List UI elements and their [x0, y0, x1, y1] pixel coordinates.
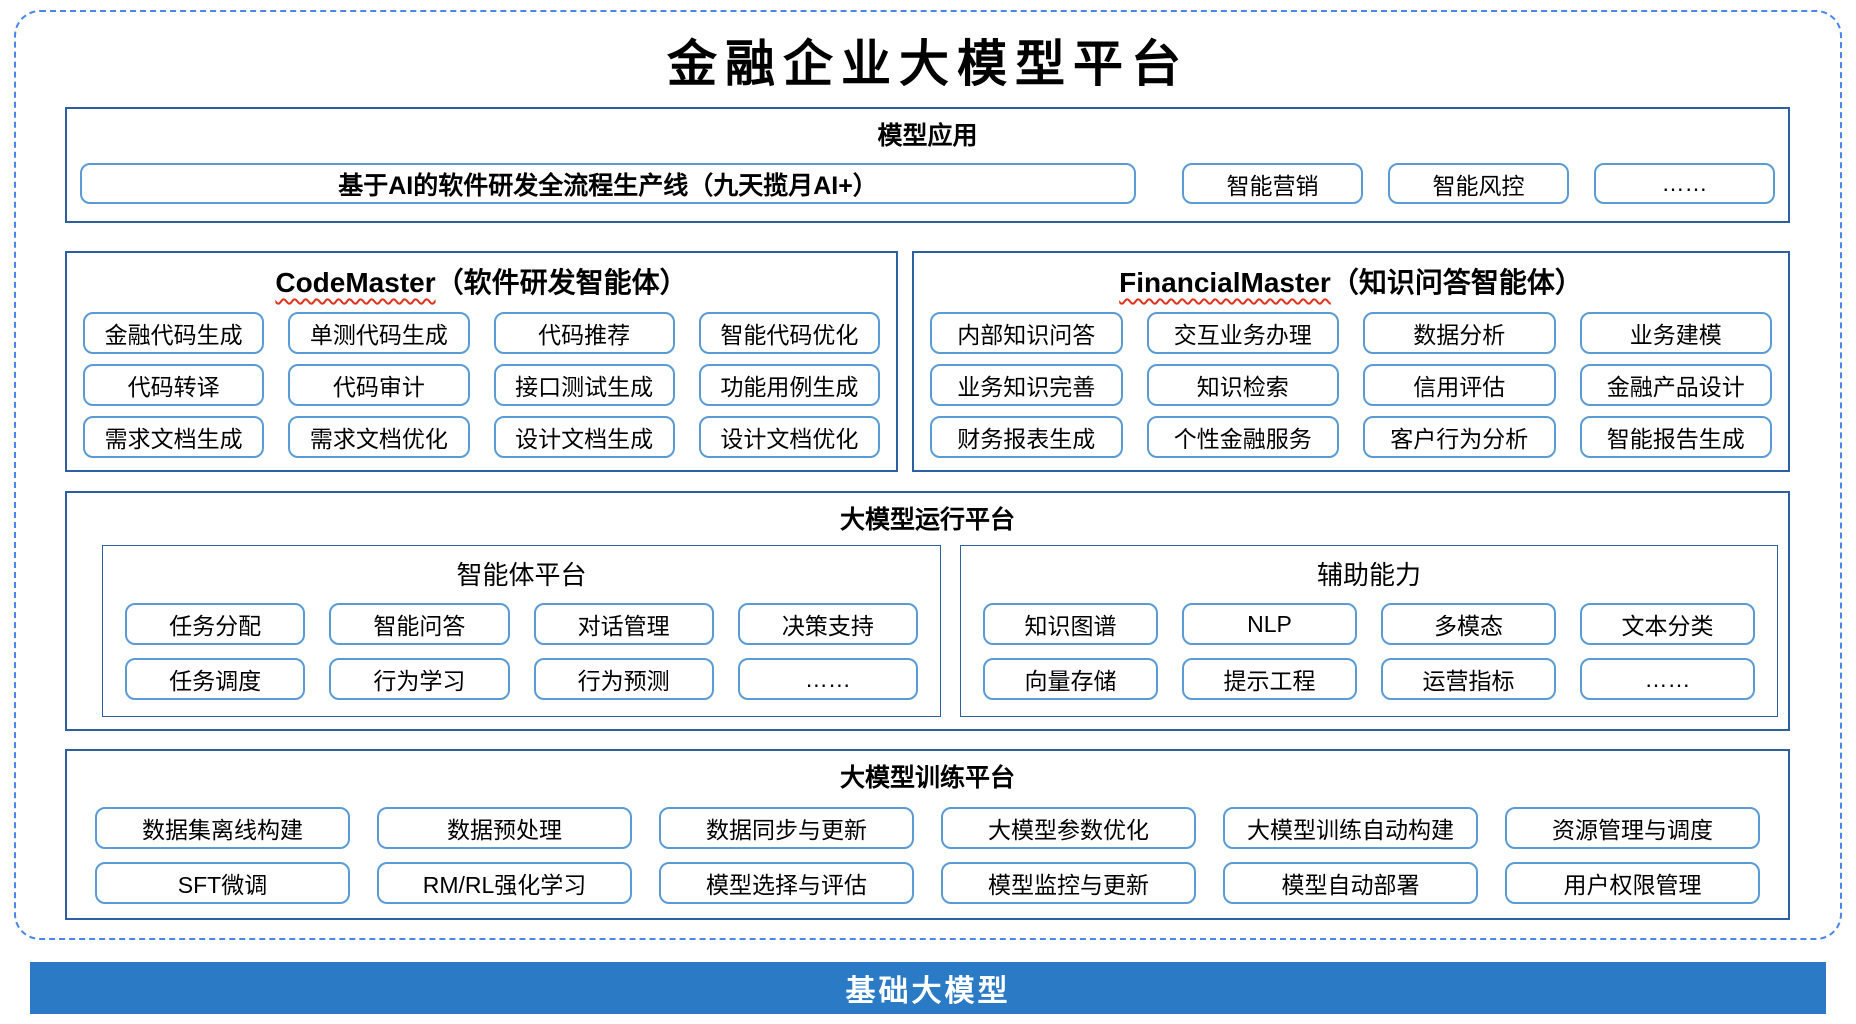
agent-platform-grid: 任务分配 智能问答 对话管理 决策支持 任务调度 行为学习 行为预测 ……	[125, 603, 918, 700]
training-item-pill: 资源管理与调度	[1505, 807, 1760, 849]
financial-master-item-pill: 业务建模	[1579, 312, 1772, 354]
code-master-item-pill: 设计文档生成	[493, 416, 675, 458]
foundation-model-label: 基础大模型	[845, 975, 1011, 1008]
code-master-item-pill: 设计文档优化	[698, 416, 880, 458]
agent-platform-item-pill: 行为预测	[533, 658, 714, 700]
section-code-master: CodeMaster（软件研发智能体） 金融代码生成 单测代码生成 代码推荐 智…	[65, 251, 898, 472]
training-platform-header: 大模型训练平台	[839, 764, 1015, 792]
code-master-item-pill: 接口测试生成	[493, 364, 675, 406]
financial-master-item-pill: 个性金融服务	[1146, 416, 1339, 458]
code-master-item-pill: 代码推荐	[493, 312, 675, 354]
financial-master-item-pill: 内部知识问答	[930, 312, 1123, 354]
code-master-subtitle: （软件研发智能体）	[435, 267, 688, 298]
agent-platform-item-pill: ……	[737, 658, 918, 700]
code-master-grid: 金融代码生成 单测代码生成 代码推荐 智能代码优化 代码转译 代码审计 接口测试…	[83, 312, 880, 458]
code-master-item-pill: 需求文档优化	[288, 416, 470, 458]
auxiliary-item-pill: 向量存储	[983, 658, 1158, 700]
app-pipeline-pill: 基于AI的软件研发全流程生产线（九天揽月AI+）	[80, 163, 1136, 204]
agent-platform-item-pill: 决策支持	[737, 603, 918, 645]
financial-master-item-pill: 业务知识完善	[930, 364, 1123, 406]
auxiliary-item-pill: 知识图谱	[983, 603, 1158, 645]
auxiliary-item-pill: 多模态	[1381, 603, 1556, 645]
auxiliary-item-pill: 运营指标	[1381, 658, 1556, 700]
outer-dashed-border	[14, 10, 1842, 940]
training-item-pill: 模型选择与评估	[659, 862, 914, 904]
code-master-item-pill: 智能代码优化	[698, 312, 880, 354]
code-master-item-pill: 功能用例生成	[698, 364, 880, 406]
financial-master-item-pill: 信用评估	[1363, 364, 1556, 406]
agent-platform-item-pill: 智能问答	[329, 603, 510, 645]
auxiliary-capabilities-header: 辅助能力	[1316, 560, 1421, 590]
app-item-pill: 智能风控	[1388, 163, 1569, 204]
model-applications-header: 模型应用	[877, 122, 978, 150]
code-master-item-pill: 代码转译	[83, 364, 265, 406]
agents-row: CodeMaster（软件研发智能体） 金融代码生成 单测代码生成 代码推荐 智…	[65, 251, 1790, 472]
agent-platform-item-pill: 任务分配	[125, 603, 306, 645]
agent-platform-item-pill: 任务调度	[125, 658, 306, 700]
training-item-pill: 数据预处理	[377, 807, 632, 849]
code-master-item-pill: 金融代码生成	[83, 312, 265, 354]
training-platform-grid: 数据集离线构建 数据预处理 数据同步与更新 大模型参数优化 大模型训练自动构建 …	[67, 794, 1788, 904]
financial-master-header: FinancialMaster（知识问答智能体）	[930, 253, 1772, 312]
auxiliary-item-pill: 文本分类	[1580, 603, 1755, 645]
auxiliary-item-pill: 提示工程	[1182, 658, 1357, 700]
runtime-platform-header: 大模型运行平台	[839, 506, 1015, 534]
section-runtime-platform: 大模型运行平台 智能体平台 任务分配 智能问答 对话管理 决策支持 任务调度 行…	[65, 491, 1790, 731]
section-financial-master: FinancialMaster（知识问答智能体） 内部知识问答 交互业务办理 数…	[912, 251, 1790, 472]
agent-platform-item-pill: 行为学习	[329, 658, 510, 700]
training-item-pill: 用户权限管理	[1505, 862, 1760, 904]
diagram-title: 金融企业大模型平台	[667, 34, 1189, 93]
model-applications-row: 基于AI的软件研发全流程生产线（九天揽月AI+） 智能营销 智能风控 ……	[67, 152, 1788, 204]
training-item-pill: SFT微调	[95, 862, 350, 904]
auxiliary-item-pill: NLP	[1182, 603, 1357, 645]
subsection-auxiliary-capabilities: 辅助能力 知识图谱 NLP 多模态 文本分类 向量存储 提示工程 运营指标 ……	[960, 545, 1778, 717]
app-item-pill: 智能营销	[1182, 163, 1363, 204]
financial-master-item-pill: 智能报告生成	[1579, 416, 1772, 458]
auxiliary-capabilities-grid: 知识图谱 NLP 多模态 文本分类 向量存储 提示工程 运营指标 ……	[983, 603, 1755, 700]
financial-master-item-pill: 交互业务办理	[1146, 312, 1339, 354]
financial-master-item-pill: 数据分析	[1363, 312, 1556, 354]
foundation-model-bar: 基础大模型	[30, 962, 1826, 1014]
app-item-pill: ……	[1594, 163, 1775, 204]
code-master-item-pill: 单测代码生成	[288, 312, 470, 354]
financial-master-item-pill: 知识检索	[1146, 364, 1339, 406]
training-item-pill: 模型自动部署	[1223, 862, 1478, 904]
auxiliary-item-pill: ……	[1580, 658, 1755, 700]
financial-master-grid: 内部知识问答 交互业务办理 数据分析 业务建模 业务知识完善 知识检索 信用评估…	[930, 312, 1772, 458]
training-item-pill: 数据集离线构建	[95, 807, 350, 849]
section-training-platform: 大模型训练平台 数据集离线构建 数据预处理 数据同步与更新 大模型参数优化 大模…	[65, 749, 1790, 920]
training-item-pill: RM/RL强化学习	[377, 862, 632, 904]
financial-master-item-pill: 客户行为分析	[1363, 416, 1556, 458]
runtime-row: 智能体平台 任务分配 智能问答 对话管理 决策支持 任务调度 行为学习 行为预测…	[67, 536, 1788, 717]
financial-master-name: FinancialMaster	[1119, 267, 1331, 298]
code-master-item-pill: 代码审计	[288, 364, 470, 406]
financial-master-subtitle: （知识问答智能体）	[1330, 267, 1583, 298]
training-item-pill: 数据同步与更新	[659, 807, 914, 849]
code-master-item-pill: 需求文档生成	[83, 416, 265, 458]
section-model-applications: 模型应用 基于AI的软件研发全流程生产线（九天揽月AI+） 智能营销 智能风控 …	[65, 107, 1790, 223]
code-master-header: CodeMaster（软件研发智能体）	[83, 253, 880, 312]
training-item-pill: 大模型参数优化	[941, 807, 1196, 849]
agent-platform-item-pill: 对话管理	[533, 603, 714, 645]
training-item-pill: 大模型训练自动构建	[1223, 807, 1478, 849]
subsection-agent-platform: 智能体平台 任务分配 智能问答 对话管理 决策支持 任务调度 行为学习 行为预测…	[102, 545, 941, 717]
financial-master-item-pill: 财务报表生成	[930, 416, 1123, 458]
code-master-name: CodeMaster	[275, 267, 436, 298]
training-item-pill: 模型监控与更新	[941, 862, 1196, 904]
financial-master-item-pill: 金融产品设计	[1579, 364, 1772, 406]
agent-platform-header: 智能体平台	[456, 560, 587, 590]
